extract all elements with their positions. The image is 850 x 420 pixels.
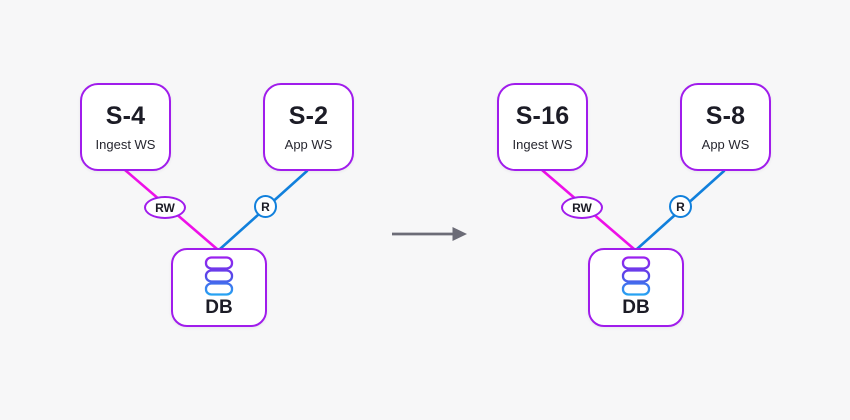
node-title: S-8: [705, 101, 746, 130]
database-icon: [621, 256, 651, 296]
node-subtitle: App WS: [284, 136, 333, 152]
node-ingest-before: S-4 Ingest WS: [80, 83, 171, 171]
node-title: S-16: [515, 101, 570, 130]
node-title: S-2: [288, 101, 329, 130]
right-arrow-icon: [392, 227, 467, 241]
node-title: S-4: [105, 101, 146, 130]
edge-label-r-after: R: [669, 195, 692, 218]
node-app-before: S-2 App WS: [263, 83, 354, 171]
node-subtitle: App WS: [701, 136, 750, 152]
node-db-before: DB: [171, 248, 267, 327]
db-label: DB: [205, 297, 233, 319]
db-label: DB: [622, 297, 650, 319]
node-app-after: S-8 App WS: [680, 83, 771, 171]
node-subtitle: Ingest WS: [95, 136, 156, 152]
database-icon: [204, 256, 234, 296]
node-db-after: DB: [588, 248, 684, 327]
node-subtitle: Ingest WS: [512, 136, 573, 152]
edge-label-rw-after: RW: [561, 196, 603, 219]
edge-label-rw-before: RW: [144, 196, 186, 219]
edge-label-r-before: R: [254, 195, 277, 218]
node-ingest-after: S-16 Ingest WS: [497, 83, 588, 171]
